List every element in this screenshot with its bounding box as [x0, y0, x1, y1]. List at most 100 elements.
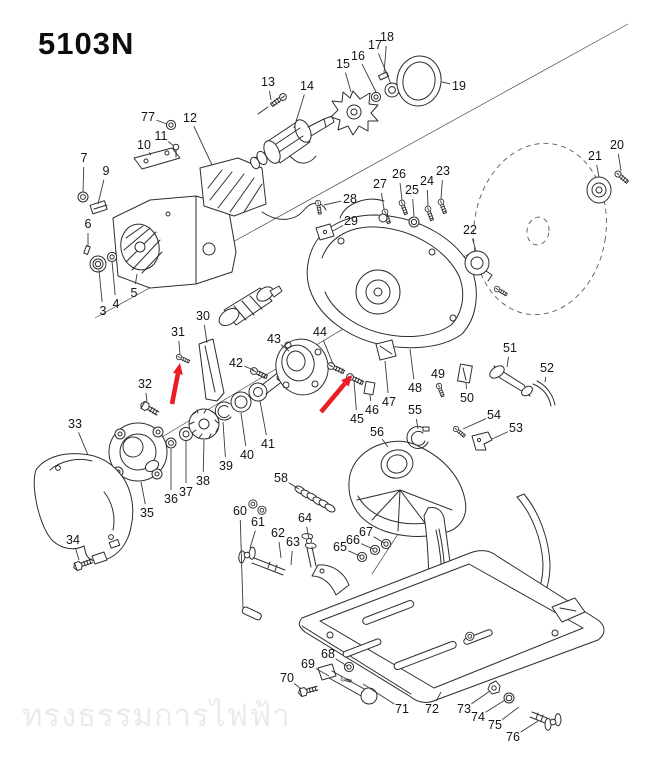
- part-number-label: 6: [85, 217, 92, 231]
- part-number-label: 37: [179, 485, 193, 499]
- leader-line: [145, 392, 148, 403]
- part-number-label: 70: [280, 671, 294, 685]
- leader-line: [78, 432, 89, 456]
- part-number-label: 76: [506, 730, 520, 744]
- part-number-label: 14: [300, 79, 314, 93]
- plate-30-drawing: [198, 338, 225, 402]
- leader-line: [412, 198, 415, 217]
- gear-housing-drawing: [108, 422, 168, 482]
- part-number-label: 60: [233, 504, 247, 518]
- part-number-label: 69: [301, 657, 315, 671]
- red-arrow-shaft: [169, 373, 181, 405]
- bracket-53-54-drawing: [451, 424, 493, 451]
- part-number-label: 46: [365, 403, 379, 417]
- part-number-label: 75: [488, 718, 502, 732]
- leader-line: [409, 348, 415, 380]
- part-number-label: 33: [68, 417, 82, 431]
- leader-line: [240, 412, 247, 447]
- bearing-train-drawing: [165, 369, 290, 449]
- part-number-label: 31: [171, 325, 185, 339]
- part-number-label: 16: [351, 49, 365, 63]
- leader-line: [269, 90, 272, 101]
- part-number-label: 71: [395, 702, 409, 716]
- leader-line: [288, 482, 300, 490]
- brush-cap-drawings: [77, 191, 118, 273]
- motor-housing-drawing: [112, 195, 237, 289]
- leader-line: [345, 72, 352, 93]
- leader-line: [617, 153, 622, 172]
- leader-line: [332, 224, 344, 232]
- part-number-label: 26: [392, 167, 406, 181]
- leader-line: [485, 699, 506, 713]
- leader-line: [520, 720, 539, 733]
- leader-line: [244, 365, 255, 371]
- ring-55-drawing: [406, 426, 430, 449]
- part-number-label: 13: [261, 75, 275, 89]
- red-arrow-shaft: [319, 381, 347, 414]
- leader-line: [399, 182, 403, 201]
- part-number-label: 74: [471, 710, 485, 724]
- leader-line: [167, 141, 175, 147]
- part-number-label: 17: [368, 38, 382, 52]
- part-number-label: 40: [240, 448, 254, 462]
- part-number-label: 5: [131, 286, 138, 300]
- leader-line: [203, 324, 208, 344]
- leader-line: [384, 360, 389, 394]
- part-number-label: 48: [408, 381, 422, 395]
- part-number-label: 56: [370, 425, 384, 439]
- leader-line: [315, 668, 330, 677]
- red-arrow-head: [172, 363, 183, 375]
- part-number-label: 39: [219, 459, 233, 473]
- leader-line: [596, 164, 600, 178]
- part-number-label: 66: [346, 533, 360, 547]
- leader-line: [362, 683, 395, 705]
- grip-handle-drawing: [218, 285, 283, 327]
- part-number-label: 61: [251, 515, 265, 529]
- leader-line: [293, 683, 301, 689]
- guard-56-drawing: [348, 440, 467, 537]
- part-number-label: 53: [509, 421, 523, 435]
- screw-13-drawing: [257, 91, 289, 115]
- watermark-text: ทรงธรรมการไฟฟ้า: [22, 698, 291, 734]
- leader-line: [380, 192, 385, 210]
- leader-line: [293, 94, 305, 129]
- stator-drawing: [199, 150, 327, 220]
- part-number-label: 55: [408, 403, 422, 417]
- fan-drawing: [330, 90, 379, 136]
- part-number-label: 22: [463, 223, 477, 237]
- flange-43-drawing: [275, 338, 329, 396]
- part-number-label: 3: [100, 304, 107, 318]
- part-number-label: 64: [298, 511, 312, 525]
- leader-lines: [75, 45, 622, 733]
- upper-screw-set: [378, 197, 449, 228]
- armature-drawing: [250, 115, 335, 170]
- bearing-and-ring-drawings: [370, 55, 442, 107]
- part-number-label: 7: [81, 151, 88, 165]
- leader-line: [134, 273, 138, 285]
- inner-flange-22-drawing: [464, 250, 509, 298]
- leader-line: [193, 125, 213, 166]
- part-number-label: 18: [380, 30, 394, 44]
- leader-line: [348, 550, 361, 557]
- part-number-label: 67: [359, 525, 373, 539]
- part-number-label: 58: [274, 471, 288, 485]
- part-number-label: 36: [164, 492, 178, 506]
- leader-line: [322, 340, 334, 365]
- leader-line: [506, 356, 510, 368]
- leader-line: [278, 541, 282, 559]
- leader-line: [426, 189, 429, 207]
- part-number-label: 41: [261, 437, 275, 451]
- part-number-label: 50: [460, 391, 474, 405]
- leader-line: [335, 658, 348, 667]
- part-number-label: 27: [373, 177, 387, 191]
- part-number-label: 45: [350, 412, 364, 426]
- leader-line: [440, 179, 443, 200]
- leader-line: [383, 45, 387, 74]
- leader-line: [178, 340, 181, 355]
- leader-line: [148, 152, 152, 156]
- part-number-label: 51: [503, 341, 517, 355]
- part-number-label: 73: [457, 702, 471, 716]
- part-number-label: 54: [487, 408, 501, 422]
